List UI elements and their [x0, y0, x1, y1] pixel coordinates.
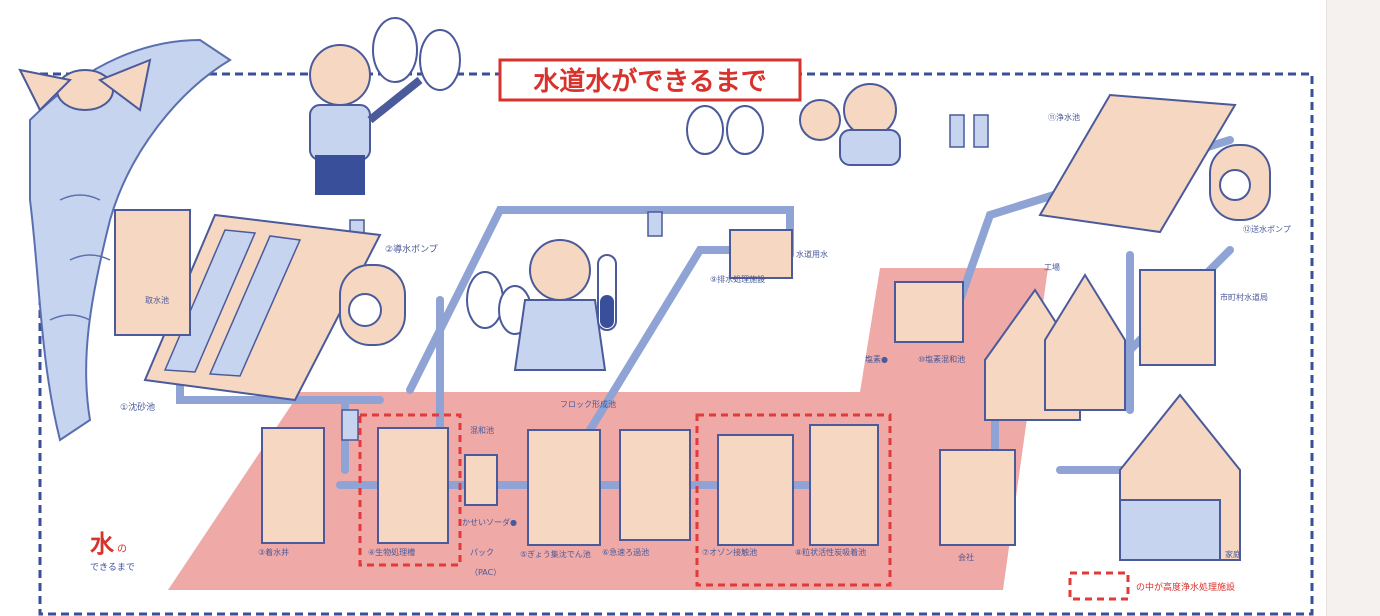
label-chlorine-mixing: ⑩塩素混和池	[918, 354, 965, 364]
label-sedimentation: ①沈砂池	[120, 401, 155, 413]
title-box	[498, 58, 802, 102]
label-intake-pump: ②導水ポンプ	[385, 243, 438, 255]
label-ozone: ⑦オゾン接触池	[702, 547, 757, 557]
label-delivery-pump: ⑫送水ポンプ	[1243, 224, 1291, 234]
label-home: 家庭	[1225, 549, 1241, 559]
treatment-buildings	[261, 229, 964, 546]
label-chemical-2: パック	[470, 548, 494, 557]
label-purified-reservoir: ⑪浄水池	[1048, 112, 1080, 122]
river-illustration	[29, 38, 232, 442]
trees-top	[372, 17, 764, 335]
water-treatment-diagram: 水道水ができるまで	[18, 17, 1314, 616]
label-chemical-3: （PAC）	[470, 568, 501, 577]
right-margin-panel	[1326, 0, 1380, 616]
diagram-title: 水道水ができるまで	[533, 66, 766, 97]
destination-buildings	[939, 269, 1241, 561]
label-floc-basin: フロック形成池	[560, 399, 616, 409]
label-receiving-well: ③着水井	[258, 547, 289, 557]
label-wastewater: ⑨排水処理施設	[710, 274, 765, 284]
purified-reservoir	[1038, 93, 1237, 234]
label-sand-filter: ⑥急速ろ過池	[602, 547, 649, 557]
bird-illustration	[18, 58, 152, 112]
corner-label-small: の	[117, 544, 127, 555]
advanced-treatment-highlight	[358, 413, 1130, 601]
family-illustration	[799, 83, 901, 166]
outer-frame	[38, 72, 1314, 616]
corner-label-line2: できるまで	[90, 562, 135, 573]
label-settling: 取水池	[145, 295, 169, 305]
corner-label-big: 水	[90, 530, 115, 558]
label-municipal: 市町村水道局	[1220, 292, 1268, 302]
delivery-pump	[1209, 144, 1271, 221]
label-to-river: 水道用水	[796, 249, 828, 259]
legend-text: の中が高度浄水処理施設	[1136, 581, 1235, 593]
intake-pump	[339, 264, 406, 346]
label-pre-ozone: ④生物処理槽	[368, 547, 415, 557]
label-mixing-basin: 混和池	[470, 425, 494, 435]
label-factory: 工場	[1044, 262, 1060, 272]
label-activated-carbon: ⑧粒状活性炭吸着池	[795, 547, 866, 557]
man-illustration	[309, 44, 423, 195]
label-chemical-1: かせいソーダ●	[462, 517, 517, 527]
sedimentation-basin	[114, 209, 382, 402]
label-chlorine: 塩素●	[865, 354, 888, 364]
label-company: 会社	[958, 552, 974, 562]
label-coagulation: ⑤ぎょう集沈でん池	[520, 549, 591, 559]
scientist-illustration	[513, 239, 617, 371]
